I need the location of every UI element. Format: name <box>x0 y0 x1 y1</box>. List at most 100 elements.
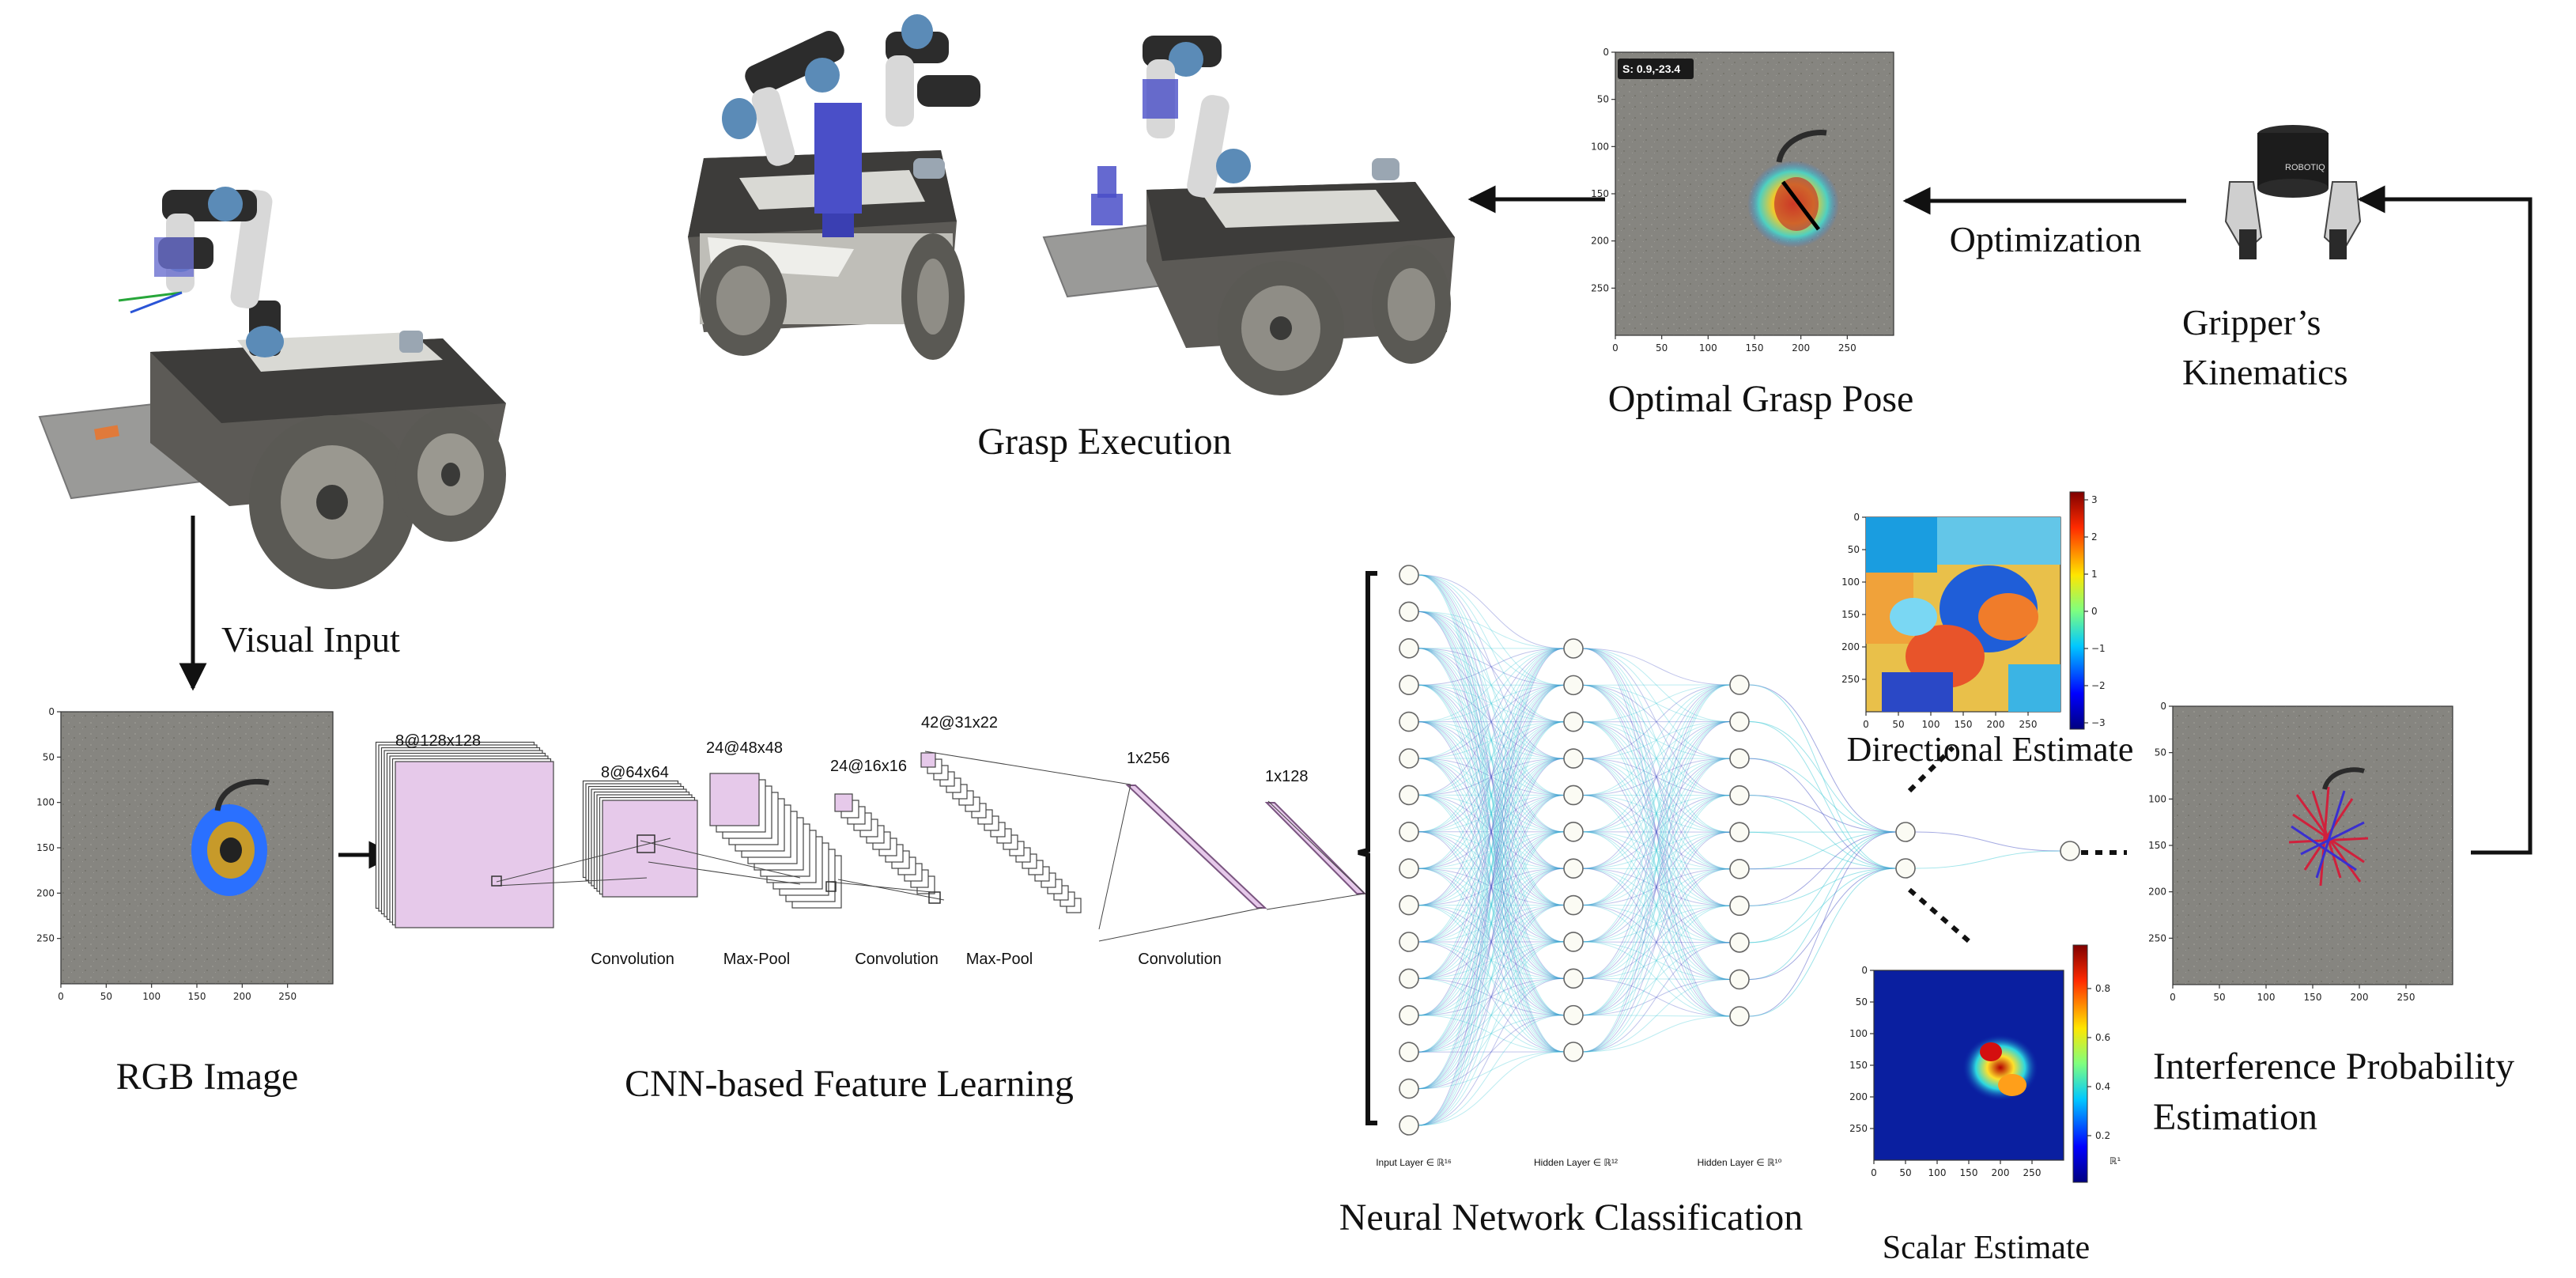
arrow-interference-to-gripper <box>2357 185 2533 855</box>
directional-x-tick: 150 <box>1955 719 1973 730</box>
nn-node <box>1563 638 1584 659</box>
output-dimension-label: ℝ¹ <box>2110 1155 2121 1166</box>
interference-probability-plot <box>2172 705 2453 985</box>
nn-node <box>1729 822 1750 843</box>
rgb-x-tick: 0 <box>58 991 64 1002</box>
dotted-connectors <box>1907 745 2127 943</box>
caption-interference-probability-line2: Estimation <box>2153 1096 2317 1138</box>
grasp-x-tick: 100 <box>1699 342 1717 354</box>
interference-y-tick: 250 <box>2148 932 2166 943</box>
scalar-colorbar-tick: 0.4 <box>2095 1081 2110 1092</box>
caption-grasp-execution: Grasp Execution <box>977 421 1231 463</box>
interference-y-tick: 200 <box>2148 887 2166 898</box>
nn-node <box>1399 601 1419 622</box>
cnn-layer-label: 24@16x16 <box>830 758 907 775</box>
caption-neural-network-classification: Neural Network Classification <box>1339 1197 1804 1238</box>
scalar-x-tick: 100 <box>1928 1167 1947 1178</box>
cnn-operation-label: Max-Pool <box>966 951 1033 968</box>
caption-rgb-image: RGB Image <box>116 1056 299 1098</box>
scalar-x-tick: 50 <box>1899 1167 1911 1178</box>
rgb-y-tick: 100 <box>36 797 55 808</box>
directional-colorbar-tick: 3 <box>2091 494 2098 505</box>
cnn-layer-label: 8@128x128 <box>395 732 481 750</box>
nn-node <box>1399 822 1419 842</box>
nn-node <box>1729 969 1750 990</box>
scalar-y-tick: 50 <box>1856 996 1868 1008</box>
directional-colorbar-tick: 1 <box>2091 569 2098 580</box>
nn-node <box>1563 1042 1584 1062</box>
nn-node <box>1563 785 1584 806</box>
scalar-y-tick: 150 <box>1849 1060 1868 1071</box>
nn-node <box>1399 858 1419 879</box>
nn-node <box>1563 675 1584 696</box>
dense-1x256 <box>1125 785 1267 909</box>
rgb-y-tick: 200 <box>36 887 55 898</box>
nn-node <box>1563 822 1584 842</box>
scalar-x-tick: 150 <box>1960 1167 1978 1178</box>
rgb-y-tick: 50 <box>43 751 55 762</box>
grasp-y-tick: 0 <box>1603 47 1609 58</box>
cnn-operation-label: Max-Pool <box>723 951 790 968</box>
interference-x-tick: 250 <box>2397 992 2415 1003</box>
nn-node <box>1399 1078 1419 1099</box>
scalar-estimate-plot <box>1873 944 2088 1183</box>
caption-optimization: Optimization <box>1950 219 2142 259</box>
rgb-x-tick: 150 <box>188 991 206 1002</box>
cnn-operation-label: Convolution <box>1138 951 1222 968</box>
nn-node <box>1563 932 1584 952</box>
rgb-x-tick: 250 <box>278 991 297 1002</box>
directional-estimate-plot <box>1865 491 2085 730</box>
nn-node <box>1729 858 1750 879</box>
directional-colorbar-tick: 0 <box>2091 606 2098 617</box>
caption-grippers-kinematics-line1: Gripper’s <box>2182 302 2321 342</box>
interference-x-tick: 0 <box>2170 992 2176 1003</box>
cnn-layer-label: 8@64x64 <box>601 764 669 781</box>
nn-node <box>1729 932 1750 953</box>
nn-node <box>1399 675 1419 696</box>
nn-node <box>1729 895 1750 917</box>
nn-node <box>1399 711 1419 732</box>
directional-x-tick: 100 <box>1922 719 1940 730</box>
caption-cnn-feature-learning: CNN-based Feature Learning <box>625 1063 1074 1105</box>
grasp-x-tick: 0 <box>1612 342 1618 354</box>
grasp-y-tick: 100 <box>1591 141 1609 152</box>
nn-node <box>1399 785 1419 806</box>
cnn-layer-label: 24@48x48 <box>706 739 783 757</box>
interference-x-tick: 100 <box>2257 992 2276 1003</box>
caption-visual-input: Visual Input <box>221 619 400 660</box>
rgb-y-tick: 0 <box>48 706 55 717</box>
nn-edges <box>1418 574 2061 1126</box>
rgb-image-plot <box>60 711 334 985</box>
grasp-y-tick: 50 <box>1597 94 1609 105</box>
feature-map-24x16 <box>834 793 935 894</box>
nn-node <box>1563 894 1584 916</box>
nn-layer-label: Hidden Layer ∈ ℝ¹² <box>1534 1157 1618 1168</box>
directional-colorbar-tick: 2 <box>2091 531 2098 543</box>
nn-node <box>1729 748 1750 769</box>
directional-y-tick: 200 <box>1841 641 1860 652</box>
interference-y-tick: 150 <box>2148 840 2166 851</box>
nn-node <box>1399 968 1419 989</box>
flow-arrows <box>179 185 2533 869</box>
nn-node <box>1729 1006 1750 1027</box>
directional-y-tick: 0 <box>1853 512 1860 523</box>
interference-x-tick: 200 <box>2351 992 2369 1003</box>
nn-node <box>2060 841 2080 861</box>
cnn-layer-label: 42@31x22 <box>921 714 998 732</box>
scalar-x-tick: 0 <box>1871 1167 1877 1178</box>
directional-colorbar <box>2069 491 2085 730</box>
nn-node <box>1399 1042 1419 1062</box>
nn-layer-label: Input Layer ∈ ℝ¹⁶ <box>1376 1157 1452 1168</box>
rgb-y-tick: 150 <box>36 842 55 853</box>
scalar-x-tick: 200 <box>1992 1167 2010 1178</box>
feature-map-8x64 <box>582 780 698 898</box>
caption-scalar-estimate: Scalar Estimate <box>1883 1230 2090 1266</box>
scalar-y-tick: 100 <box>1849 1028 1868 1039</box>
directional-x-tick: 250 <box>2019 719 2038 730</box>
nn-node <box>1895 822 1916 842</box>
scalar-colorbar-tick: 0.2 <box>2095 1130 2110 1141</box>
grasp-y-tick: 250 <box>1591 282 1609 293</box>
directional-colorbar-tick: −3 <box>2091 717 2106 728</box>
